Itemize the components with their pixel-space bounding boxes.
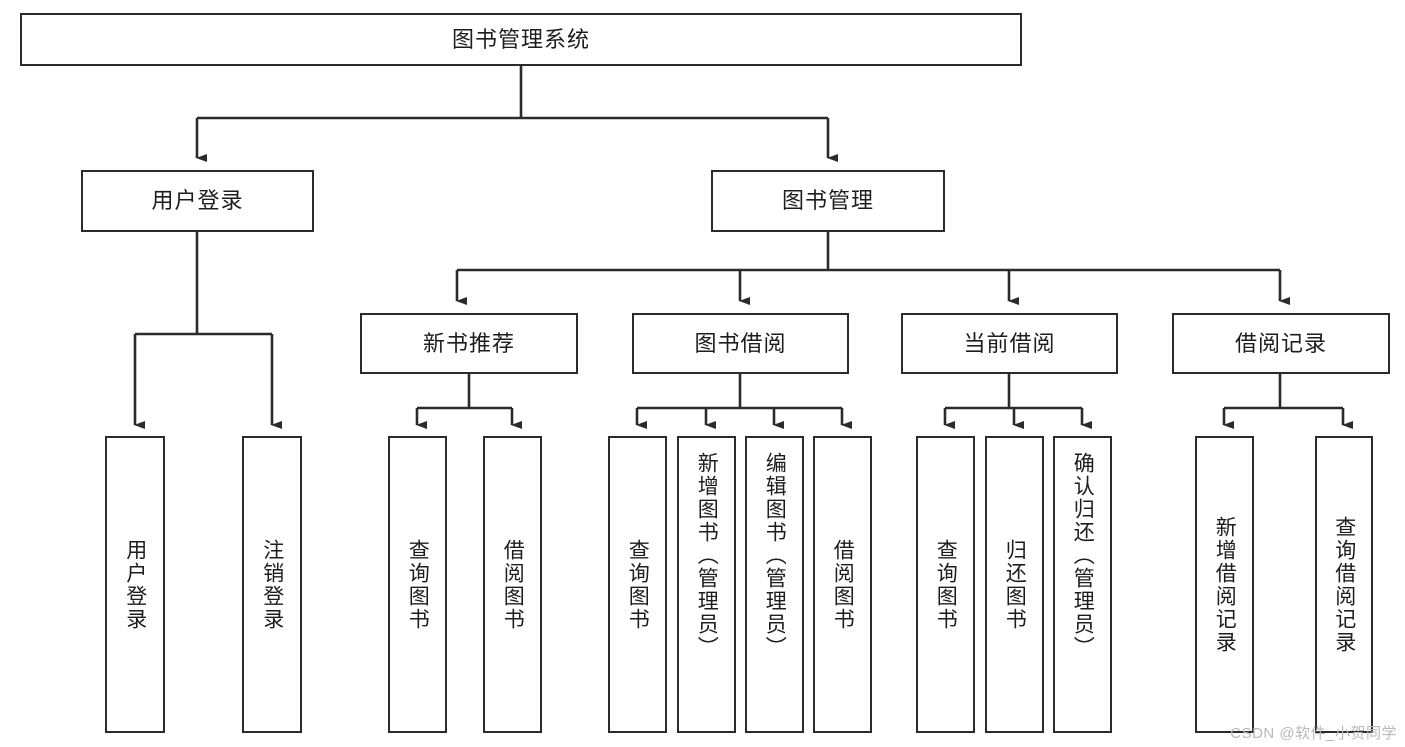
leaf-current-query-book[interactable]: 查询图书 (916, 436, 975, 733)
leaf-borrow-borrow-book[interactable]: 借阅图书 (813, 436, 872, 733)
node-label: 新书推荐 (422, 330, 515, 356)
watermark-text: CSDN @软件_小贺同学 (1230, 725, 1397, 742)
leaf-borrow-query-book[interactable]: 查询图书 (608, 436, 667, 733)
node-label: 注销登录 (260, 538, 284, 631)
node-label: 新增图书（管理员） (695, 452, 719, 659)
node-label: 图书管理 (781, 188, 874, 213)
node-borrow-record[interactable]: 借阅记录 (1172, 313, 1390, 374)
node-label: 当前借阅 (963, 330, 1056, 356)
node-label: 用户登录 (151, 188, 244, 213)
leaf-borrow-edit-book-admin[interactable]: 编辑图书（管理员） (745, 436, 804, 733)
node-book-management[interactable]: 图书管理 (711, 170, 945, 232)
node-new-book-recommend[interactable]: 新书推荐 (360, 313, 578, 374)
leaf-record-add-record[interactable]: 新增借阅记录 (1195, 436, 1254, 733)
leaf-recommend-borrow-book[interactable]: 借阅图书 (483, 436, 542, 733)
node-label: 查询借阅记录 (1332, 515, 1356, 654)
node-user-login[interactable]: 用户登录 (81, 170, 314, 232)
leaf-current-confirm-return-admin[interactable]: 确认归还（管理员） (1053, 436, 1112, 733)
node-root-system[interactable]: 图书管理系统 (20, 13, 1022, 66)
node-label: 查询图书 (406, 538, 430, 631)
node-label: 确认归还（管理员） (1071, 452, 1095, 659)
node-label: 图书借阅 (694, 330, 787, 356)
node-label: 新增借阅记录 (1213, 515, 1237, 654)
node-label: 用户登录 (123, 538, 147, 631)
leaf-record-query-record[interactable]: 查询借阅记录 (1315, 436, 1373, 733)
node-label: 借阅图书 (501, 538, 525, 631)
node-label: 借阅图书 (831, 538, 855, 631)
node-label: 查询图书 (934, 538, 958, 631)
node-book-borrow[interactable]: 图书借阅 (632, 313, 849, 374)
node-label: 图书管理系统 (451, 26, 590, 52)
node-label: 借阅记录 (1234, 330, 1327, 356)
leaf-recommend-query-book[interactable]: 查询图书 (388, 436, 447, 733)
leaf-current-return-book[interactable]: 归还图书 (985, 436, 1044, 733)
node-label: 查询图书 (626, 538, 650, 631)
node-label: 归还图书 (1003, 538, 1027, 631)
leaf-user-login-login[interactable]: 用户登录 (105, 436, 165, 733)
leaf-borrow-add-book-admin[interactable]: 新增图书（管理员） (677, 436, 736, 733)
leaf-user-login-logout[interactable]: 注销登录 (242, 436, 302, 733)
node-current-borrow[interactable]: 当前借阅 (901, 313, 1118, 374)
node-label: 编辑图书（管理员） (763, 452, 787, 659)
